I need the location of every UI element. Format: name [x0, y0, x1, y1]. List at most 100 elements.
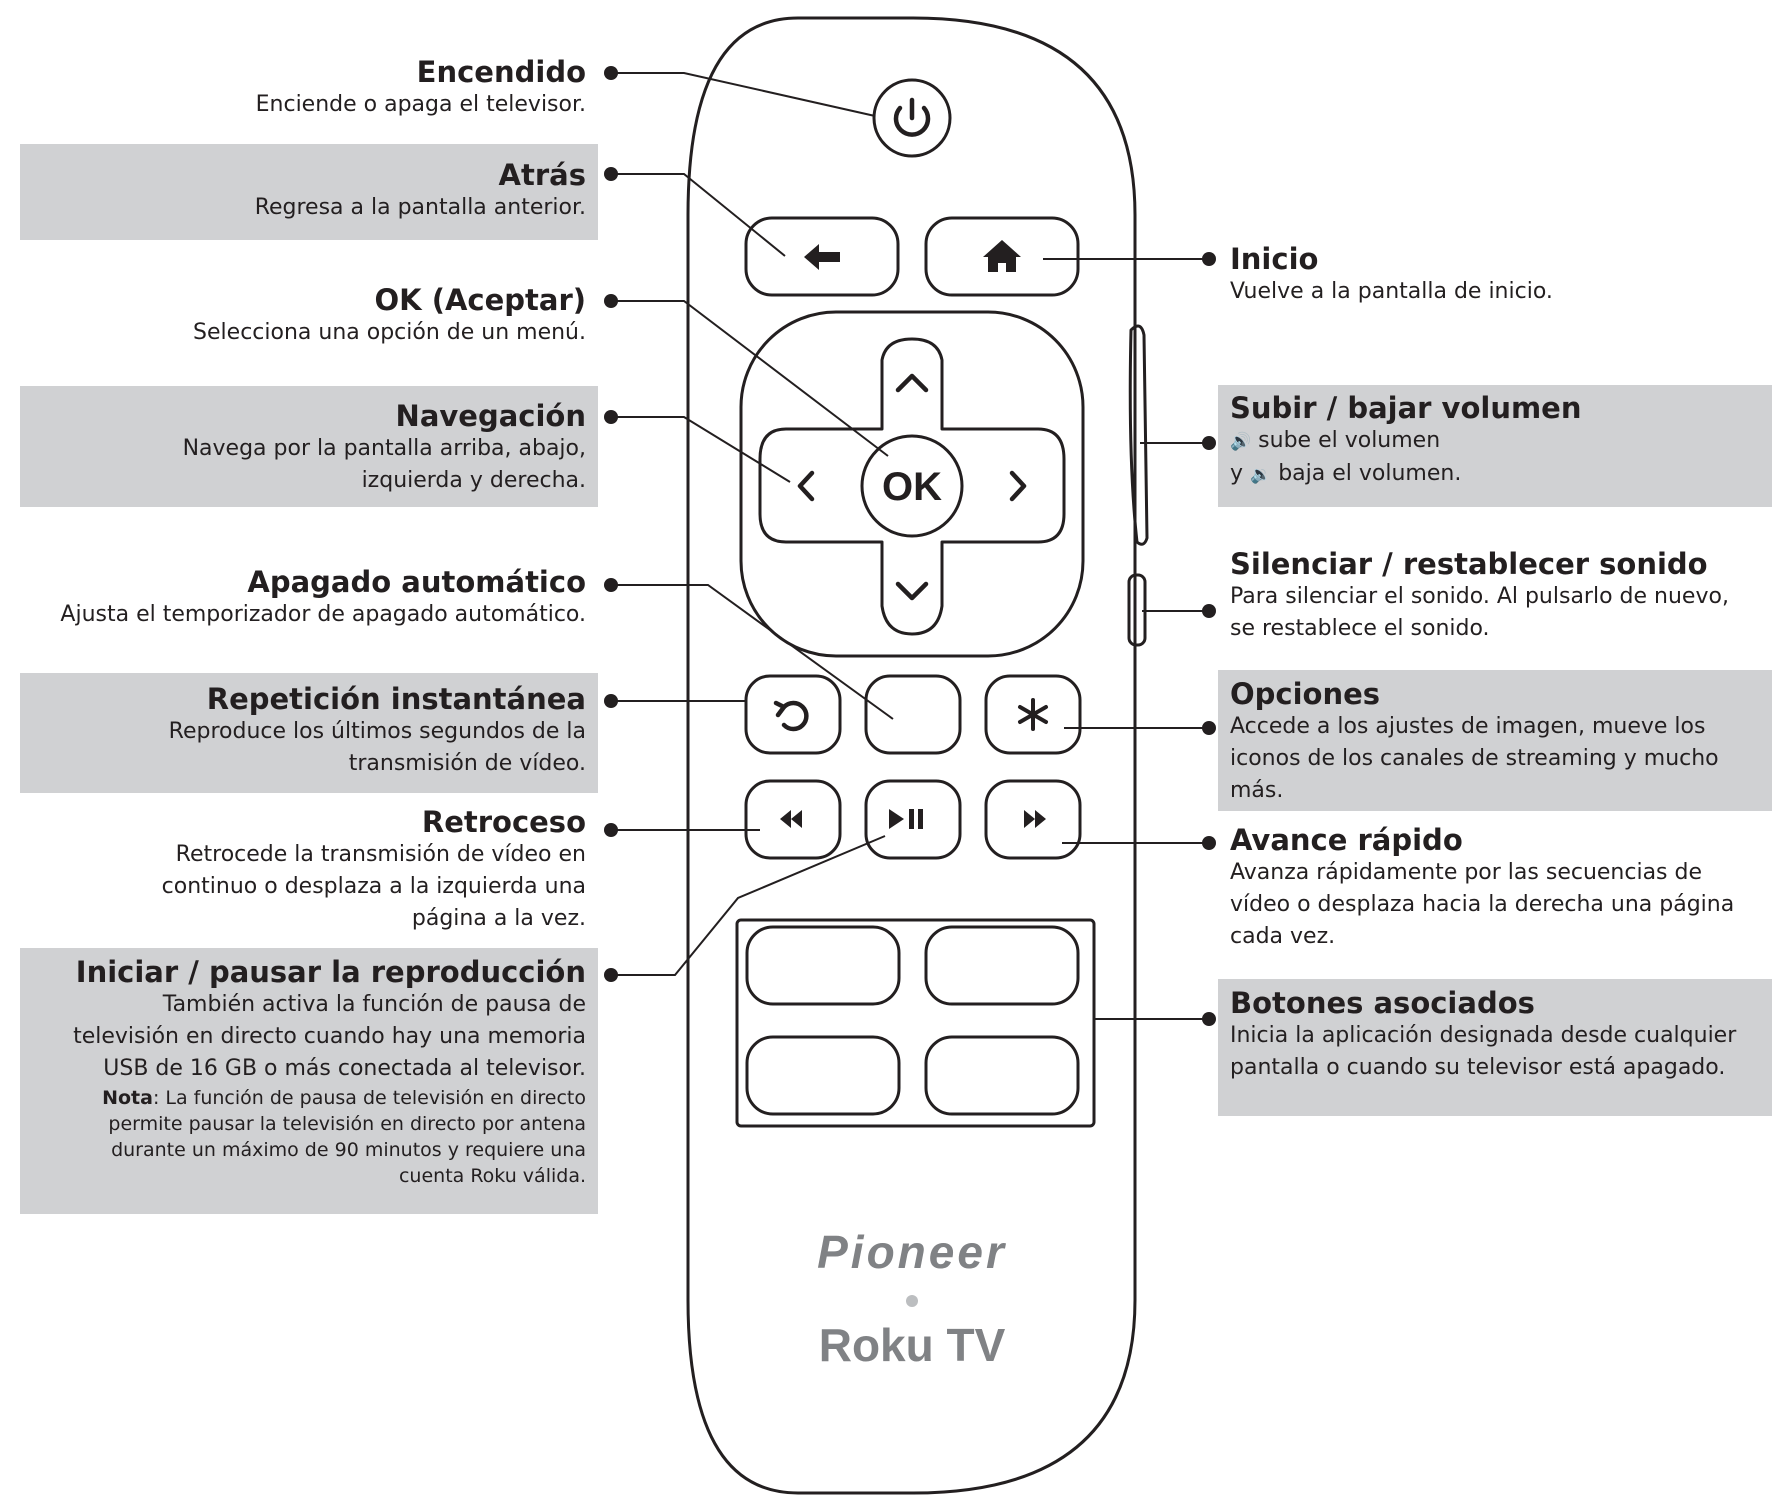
leader-dot-nav	[604, 410, 618, 424]
mute-desc-1: Para silenciar el sonido. Al pulsarlo de…	[1230, 584, 1729, 609]
note-label: Nota	[102, 1087, 153, 1109]
back-button	[744, 216, 900, 297]
sleep-title: Apagado automático	[247, 565, 586, 599]
leader-play	[611, 835, 886, 976]
options-desc-1: Accede a los ajustes de imagen, mueve lo…	[1230, 714, 1706, 739]
leader-dot-mute	[1202, 604, 1216, 618]
leader-dot-home	[1202, 252, 1216, 266]
leader-power	[611, 72, 876, 117]
partner-panel	[735, 918, 1096, 1128]
brand-separator-dot	[906, 1295, 918, 1307]
partner-button-2	[924, 925, 1080, 1006]
leader-ok	[611, 300, 889, 457]
fast-forward-button	[984, 779, 1082, 860]
callout-home: Inicio Vuelve a la pantalla de inicio.	[1218, 242, 1772, 308]
volume-y: y	[1230, 461, 1244, 486]
callout-mute: Silenciar / restablecer sonido Para sile…	[1218, 547, 1772, 645]
callout-partner: Botones asociados Inicia la aplicación d…	[1218, 979, 1772, 1116]
leader-dot-replay	[604, 694, 618, 708]
callout-back: Atrás Regresa a la pantalla anterior.	[20, 144, 598, 240]
rewind-icon	[780, 810, 802, 828]
replay-title: Repetición instantánea	[206, 682, 586, 716]
nav-cross	[758, 337, 1066, 636]
rewind-title: Retroceso	[421, 805, 586, 839]
play-note-3: durante un máximo de 90 minutos y requie…	[111, 1139, 586, 1161]
moon-icon	[895, 697, 927, 734]
play-note-2: permite pausar la televisión en directo …	[108, 1113, 586, 1135]
ok-button-ring	[860, 434, 964, 538]
ok-label: OK	[882, 465, 942, 509]
partner-button-4	[924, 1035, 1080, 1116]
sleep-button	[864, 674, 962, 755]
left-chevron-icon	[797, 470, 815, 502]
ffwd-desc-3: cada vez.	[1230, 924, 1336, 949]
replay-icon	[773, 700, 809, 732]
mute-desc-2: se restablece el sonido.	[1230, 616, 1490, 641]
leader-sleep	[611, 584, 894, 720]
callout-options: Opciones Accede a los ajustes de imagen,…	[1218, 670, 1772, 811]
leader-dot-play	[604, 968, 618, 982]
play-desc-2: televisión en directo cuando hay una mem…	[73, 1024, 586, 1049]
ffwd-desc-1: Avanza rápidamente por las secuencias de	[1230, 860, 1703, 885]
volume-title: Subir / bajar volumen	[1230, 391, 1582, 425]
callout-volume: Subir / bajar volumen 🔊 sube el volumen …	[1218, 385, 1772, 507]
callout-ok: OK (Aceptar) Selecciona una opción de un…	[20, 283, 598, 349]
replay-desc-1: Reproduce los últimos segundos de la	[168, 719, 586, 744]
power-icon	[893, 97, 931, 137]
partner-desc-1: Inicia la aplicación designada desde cua…	[1230, 1023, 1737, 1048]
callout-rewind: Retroceso Retrocede la transmisión de ví…	[20, 805, 598, 935]
callout-play: Iniciar / pausar la reproducción También…	[20, 948, 598, 1214]
partner-button-1	[745, 925, 901, 1006]
volume-rocker	[1128, 324, 1149, 546]
leader-dot-rewind	[604, 823, 618, 837]
callout-ffwd: Avance rápido Avanza rápidamente por las…	[1218, 823, 1772, 953]
rewind-button	[744, 779, 842, 860]
leader-dot-back	[604, 167, 618, 181]
options-desc-2: iconos de los canales de streaming y muc…	[1230, 746, 1719, 771]
callout-sleep: Apagado automático Ajusta el temporizado…	[0, 565, 598, 631]
options-desc-3: más.	[1230, 778, 1284, 803]
down-chevron-icon	[895, 581, 929, 601]
volume-down-text: baja el volumen.	[1278, 461, 1462, 486]
ffwd-desc-2: vídeo o desplaza hacia la derecha una pá…	[1230, 892, 1735, 917]
mute-title: Silenciar / restablecer sonido	[1230, 547, 1708, 581]
volume-down-icon: 🔉	[1250, 465, 1272, 485]
replay-desc-2: transmisión de vídeo.	[348, 751, 586, 776]
power-button	[872, 78, 952, 158]
rewind-desc-3: página a la vez.	[411, 906, 586, 931]
volume-up-text: sube el volumen	[1258, 428, 1441, 453]
leader-dot-ok	[604, 294, 618, 308]
callout-replay: Repetición instantánea Reproduce los últ…	[20, 673, 598, 793]
partner-button-3	[745, 1035, 901, 1116]
power-title: Encendido	[416, 55, 586, 89]
volume-up-icon: 🔊	[1230, 432, 1252, 452]
nav-title: Navegación	[395, 399, 586, 433]
ok-desc: Selecciona una opción de un menú.	[193, 320, 586, 345]
play-pause-icon	[889, 809, 923, 829]
fast-forward-icon	[1024, 810, 1046, 828]
options-title: Opciones	[1230, 677, 1381, 711]
play-note-4: cuenta Roku válida.	[398, 1165, 586, 1187]
callout-power: Encendido Enciende o apaga el televisor.	[20, 55, 598, 121]
ffwd-title: Avance rápido	[1230, 823, 1463, 857]
play-pause-button	[864, 779, 962, 860]
back-desc: Regresa a la pantalla anterior.	[254, 195, 586, 220]
play-desc-1: También activa la función de pausa de	[162, 992, 586, 1017]
home-icon	[983, 240, 1021, 272]
home-title: Inicio	[1230, 242, 1319, 276]
nav-desc-2: izquierda y derecha.	[361, 468, 586, 493]
options-button	[984, 674, 1082, 755]
remote-body	[686, 16, 1137, 1495]
up-chevron-icon	[895, 373, 929, 393]
home-desc: Vuelve a la pantalla de inicio.	[1230, 279, 1553, 304]
power-desc: Enciende o apaga el televisor.	[255, 92, 586, 117]
volume-desc-2: y 🔉 baja el volumen.	[1230, 458, 1772, 491]
leader-dot-ffwd	[1202, 836, 1216, 850]
leader-dot-power	[604, 66, 618, 80]
rewind-desc-2: continuo o desplaza a la izquierda una	[161, 874, 586, 899]
leader-nav	[611, 416, 791, 483]
play-title: Iniciar / pausar la reproducción	[75, 955, 586, 989]
leader-back	[611, 173, 786, 257]
pioneer-logo: Pioneer	[817, 1226, 1007, 1278]
leader-dot-partner	[1202, 1012, 1216, 1026]
